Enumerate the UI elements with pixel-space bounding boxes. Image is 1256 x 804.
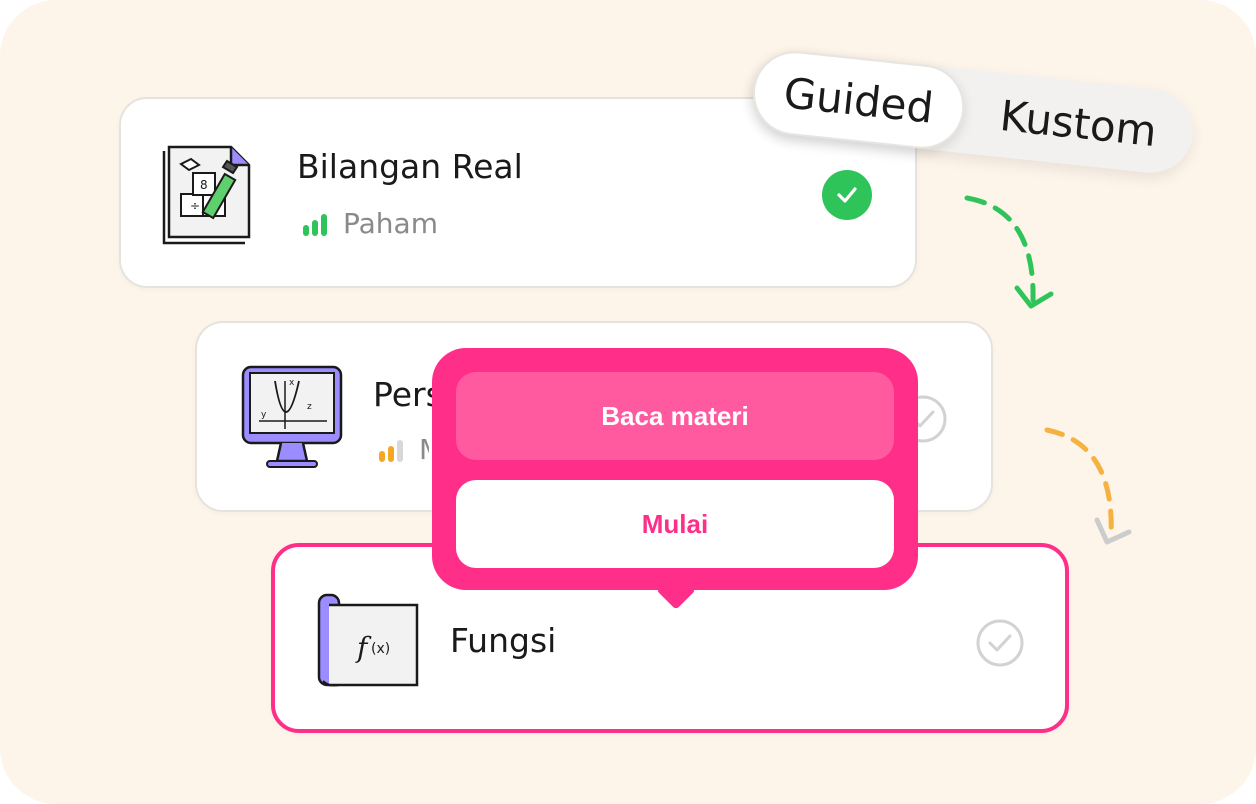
- read-material-button[interactable]: Baca materi: [456, 372, 894, 460]
- mastery-label: Paham: [343, 207, 438, 240]
- toggle-option-kustom[interactable]: Kustom: [997, 90, 1160, 156]
- svg-text:8: 8: [200, 178, 208, 192]
- mastery-bars-icon: [303, 214, 327, 236]
- completed-check-icon: [822, 170, 872, 220]
- math-blocks-pencil-icon: ÷ 4 8: [161, 139, 271, 254]
- svg-text:z: z: [307, 402, 312, 412]
- mastery-bars-icon: [379, 440, 403, 462]
- dashed-arrow-green-icon: [964, 195, 1054, 309]
- topic-action-popup: Baca materi Mulai: [432, 348, 918, 590]
- mastery-status: Paham: [303, 207, 438, 240]
- topic-title: Fungsi: [450, 621, 557, 660]
- uncompleted-check-icon: [975, 618, 1025, 668]
- graph-monitor-icon: x y z: [237, 363, 347, 478]
- topic-title: Bilangan Real: [297, 147, 523, 186]
- svg-text:÷: ÷: [190, 199, 200, 213]
- svg-text:(x): (x): [371, 641, 390, 657]
- start-button[interactable]: Mulai: [456, 480, 894, 568]
- mastery-status: M: [379, 433, 429, 466]
- function-book-icon: f (x): [313, 591, 423, 696]
- svg-text:y: y: [261, 410, 267, 420]
- dashed-arrow-orange-icon: [1044, 427, 1132, 545]
- mastery-label: M: [419, 433, 429, 466]
- svg-text:x: x: [289, 378, 295, 388]
